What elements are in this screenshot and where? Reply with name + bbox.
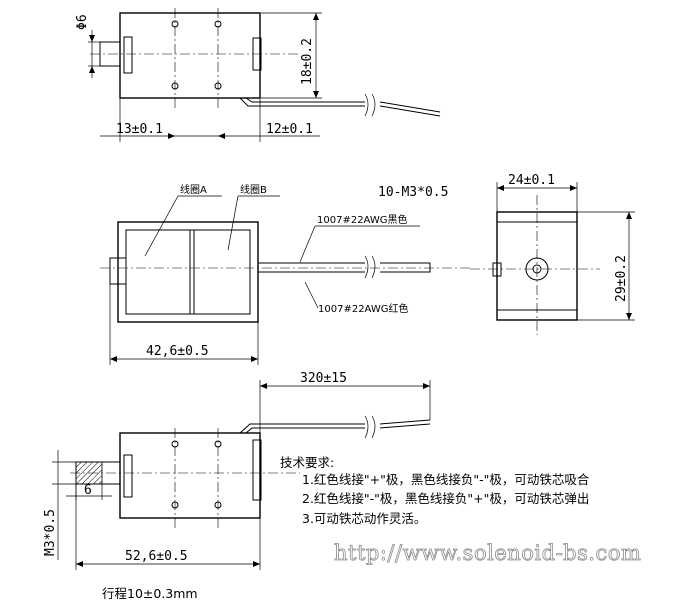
top-wire-break xyxy=(364,93,376,117)
wire-black-label: 1007#22AWG黑色 xyxy=(317,213,407,226)
top-hole-1 xyxy=(171,20,179,28)
watermark-url: http://www.solenoid-bs.com xyxy=(334,541,641,565)
plunger-label: 6 xyxy=(84,483,92,498)
top-hole-4 xyxy=(214,82,222,90)
mid-inner-outline xyxy=(125,229,251,315)
tech-title: 技术要求: xyxy=(280,455,334,470)
coil-a-label: 线圈A xyxy=(180,183,207,196)
end-wire-exit xyxy=(492,262,502,277)
bot-length-label: 52,6±0.5 xyxy=(125,549,188,564)
end-view: 24±0.1 29±0.2 xyxy=(470,173,635,335)
bot-hole-1 xyxy=(171,440,179,448)
top-hole-3 xyxy=(171,82,179,90)
tech-item-3: 3.可动铁芯动作灵活。 xyxy=(302,511,426,526)
top-hole-2 xyxy=(214,20,222,28)
bot-hole-2 xyxy=(214,440,222,448)
bot-wire-end xyxy=(379,419,431,429)
tech-item-2: 2.红色线接"-"极，黑色线接负"+"极，可动铁芯弹出 xyxy=(302,491,589,506)
bot-end-cap xyxy=(252,439,262,501)
coil-b-label: 线圈B xyxy=(240,183,267,196)
bot-wires xyxy=(239,423,365,434)
coil-b-leader xyxy=(227,195,239,251)
top-height-label: 18±0.2 xyxy=(300,38,315,85)
wire-black-leader xyxy=(299,225,316,263)
end-width-label: 24±0.1 xyxy=(508,173,555,188)
mid-wires xyxy=(258,262,365,273)
thread-label: 10-M3*0.5 xyxy=(378,185,448,200)
bot-body-outline xyxy=(119,432,261,519)
wire-red-leader xyxy=(304,281,319,309)
top-left-offset-label: 13±0.1 xyxy=(116,122,163,137)
bottom-view: 320±15 6 M3*0.5 52,6±0.5 xyxy=(43,371,431,570)
bot-flange xyxy=(123,454,133,498)
top-wire-end xyxy=(379,101,441,117)
top-dia-label: Φ6 xyxy=(75,14,90,30)
bot-wire-break xyxy=(364,415,376,439)
tech-item-1: 1.红色线接"+"极，黑色线接负"-"极，可动铁芯吸合 xyxy=(302,472,590,487)
coil-a-leader xyxy=(144,195,179,257)
stroke-label: 行程10±0.3mm xyxy=(102,586,198,601)
wire-red-label: 1007#22AWG红色 xyxy=(318,302,408,315)
top-wire-2 xyxy=(245,97,365,103)
wire-length-label: 320±15 xyxy=(300,371,347,386)
top-body-outline xyxy=(119,12,261,99)
mid-plunger xyxy=(109,257,127,285)
mid-body-outline xyxy=(117,221,259,323)
top-wire-1 xyxy=(239,97,365,107)
tech-requirements: 技术要求: 1.红色线接"+"极，黑色线接负"-"极，可动铁芯吸合 2.红色线接… xyxy=(280,455,590,526)
top-right-offset-label: 12±0.1 xyxy=(266,122,313,137)
end-body-outline xyxy=(496,211,578,321)
top-view: Φ6 18±0.2 13±0.1 12±0.1 xyxy=(75,8,441,142)
mid-wire-end xyxy=(380,262,431,273)
mid-length-label: 42,6±0.5 xyxy=(146,344,209,359)
middle-view: 线圈A 线圈B 10-M3*0.5 1007#22AWG黑色 1007#22AW… xyxy=(100,183,470,365)
top-flange xyxy=(123,36,133,74)
bot-thread-label: M3*0.5 xyxy=(43,509,58,556)
end-height-label: 29±0.2 xyxy=(614,255,629,302)
mid-wire-break xyxy=(364,255,376,279)
bot-hole-3 xyxy=(171,501,179,509)
bot-hole-4 xyxy=(214,501,222,509)
